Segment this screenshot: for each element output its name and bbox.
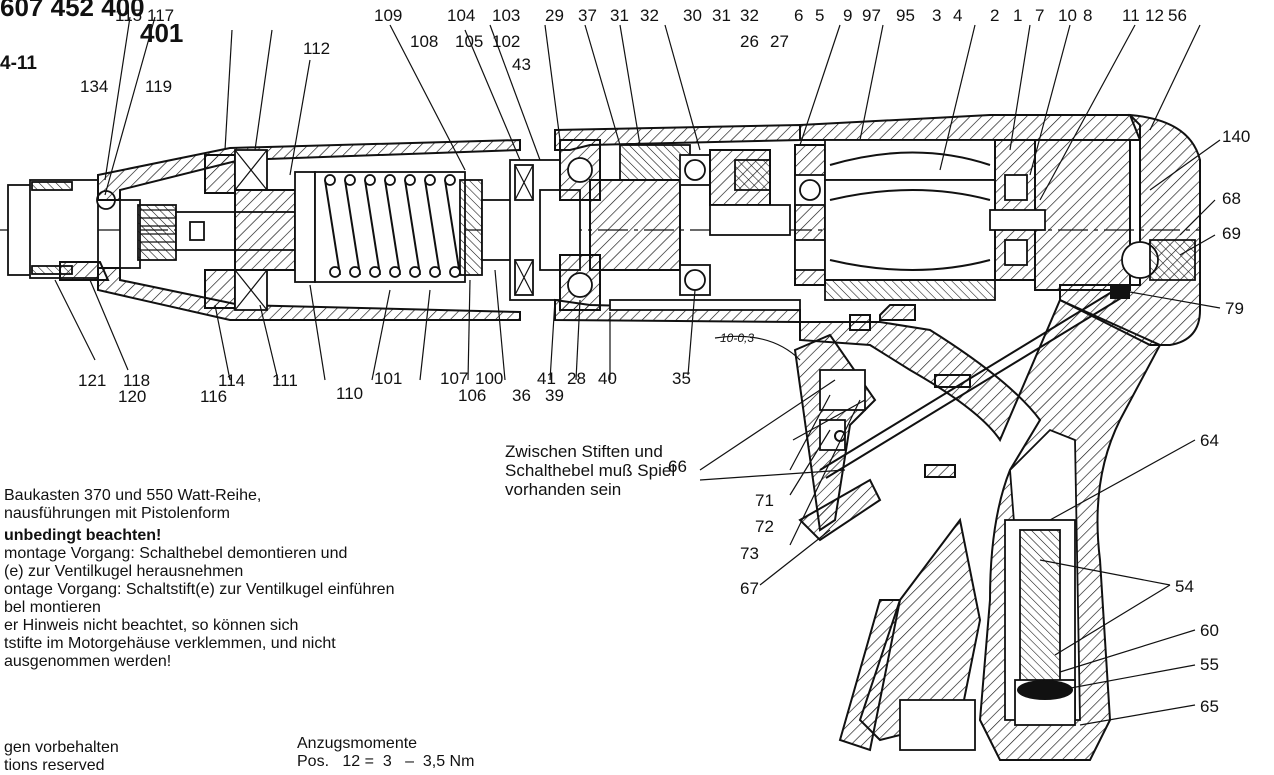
handle-housing: [799, 113, 1201, 761]
part-number: 2: [990, 6, 1000, 25]
callout-line: vorhanden sein: [505, 480, 622, 499]
part-number: 121: [78, 371, 107, 390]
part-number: 112: [303, 39, 331, 58]
part-number: 7: [1035, 6, 1045, 25]
part-number: 43: [512, 55, 531, 74]
doc-number: 607 452 400: [0, 0, 145, 22]
part-number: 11: [1122, 6, 1140, 25]
part-number: 31: [610, 6, 629, 25]
part-number: 30: [683, 6, 702, 25]
part-number: 95: [896, 6, 915, 25]
part-number: 32: [640, 6, 659, 25]
part-number: 107: [440, 369, 469, 388]
part-number: 65: [1200, 697, 1219, 716]
part-number: 35: [672, 369, 691, 388]
part-number: 3: [932, 6, 942, 25]
callout-line: Schalthebel muß Spiel: [505, 461, 676, 480]
part-number: 116: [200, 387, 228, 406]
part-number: 101: [374, 369, 403, 388]
part-number: 106: [458, 386, 487, 405]
part-number: 110: [336, 384, 364, 403]
part-number: 41: [537, 369, 556, 388]
note-line: bel montieren: [4, 599, 101, 616]
clearance-callout: Zwischen Stiften und Schalthebel muß Spi…: [505, 442, 675, 499]
part-number: 103: [492, 6, 521, 25]
part-number: 26: [740, 32, 759, 51]
part-number: 114: [218, 371, 246, 390]
part-number: 118: [123, 371, 151, 390]
part-number: 1: [1013, 6, 1023, 25]
part-number: 66: [668, 457, 687, 476]
part-number: 111: [272, 371, 298, 390]
note-warning: unbedingt beachten!: [4, 527, 162, 544]
note-line: (e) zur Ventilkugel herausnehmen: [4, 563, 244, 580]
part-number: 117: [147, 6, 175, 25]
part-number: 60: [1200, 621, 1219, 640]
part-number: 100: [475, 369, 504, 388]
part-number: 39: [545, 386, 564, 405]
part-number: 8: [1083, 6, 1093, 25]
part-number: 119: [145, 77, 173, 96]
part-number: 36: [512, 386, 531, 405]
note-line: montage Vorgang: Schalthebel demontieren…: [4, 545, 348, 562]
part-number: 109: [374, 6, 403, 25]
torque-spec: Pos. 12 = 3 – 3,5 Nm: [297, 753, 475, 770]
part-number: 115: [115, 6, 143, 25]
part-number: 56: [1168, 6, 1187, 25]
part-number: 27: [770, 32, 789, 51]
part-number: 67: [740, 579, 759, 598]
part-number: 12: [1145, 6, 1164, 25]
part-number: 79: [1225, 299, 1244, 318]
part-number: 4: [953, 6, 963, 25]
clutch-spring: [314, 171, 523, 283]
doc-number-sub: 401: [140, 18, 184, 48]
part-number: 73: [740, 544, 759, 563]
leader-lines: [54, 16, 1221, 726]
part-number: 69: [1222, 224, 1241, 243]
part-number: 32: [740, 6, 759, 25]
note-line: ausgenommen werden!: [4, 653, 172, 670]
part-number: 37: [578, 6, 597, 25]
note-line: Baukasten 370 und 550 Watt-Reihe,: [4, 487, 262, 504]
torque-title: Anzugsmomente: [297, 735, 418, 752]
note-line: nausführungen mit Pistolenform: [4, 505, 230, 522]
part-number: 72: [755, 517, 774, 536]
part-number: 29: [545, 6, 564, 25]
part-number: 108: [410, 32, 439, 51]
part-number: 68: [1222, 189, 1241, 208]
note-line: tstifte im Motorgehäuse verklemmen, und …: [4, 635, 336, 652]
part-number: 102: [492, 32, 521, 51]
callout-line: Zwischen Stiften und: [505, 442, 663, 461]
note-line: er Hinweis nicht beachtet, so können sic…: [4, 617, 299, 634]
part-number: 54: [1175, 577, 1194, 596]
part-number: 134: [80, 77, 109, 96]
assembly-notes: Baukasten 370 und 550 Watt-Reihe, nausfü…: [4, 487, 394, 671]
part-number: 9: [843, 6, 853, 25]
note-line: ontage Vorgang: Schaltstift(e) zur Venti…: [4, 581, 395, 598]
part-number: 31: [712, 6, 731, 25]
rights-reserved-en: tions reserved: [4, 757, 105, 774]
part-number: 105: [455, 32, 484, 51]
part-number: 10: [1058, 6, 1077, 25]
part-number: 28: [567, 369, 586, 388]
part-number: 140: [1222, 127, 1251, 146]
trigger: [793, 304, 971, 542]
part-number: 40: [598, 369, 617, 388]
part-number: 6: [794, 6, 804, 25]
motor: [794, 114, 1141, 301]
part-number: 64: [1200, 431, 1219, 450]
gearbox: [509, 123, 801, 324]
date-code: 4-11: [0, 53, 37, 74]
part-number: 5: [815, 6, 825, 25]
part-number: 120: [118, 387, 147, 406]
part-number: 55: [1200, 655, 1219, 674]
part-number: 71: [755, 491, 774, 510]
rights-reserved-de: gen vorbehalten: [4, 739, 119, 756]
dimension-label: 10-0,3: [720, 331, 755, 345]
part-number: 104: [447, 6, 476, 25]
part-number: 97: [862, 6, 881, 25]
